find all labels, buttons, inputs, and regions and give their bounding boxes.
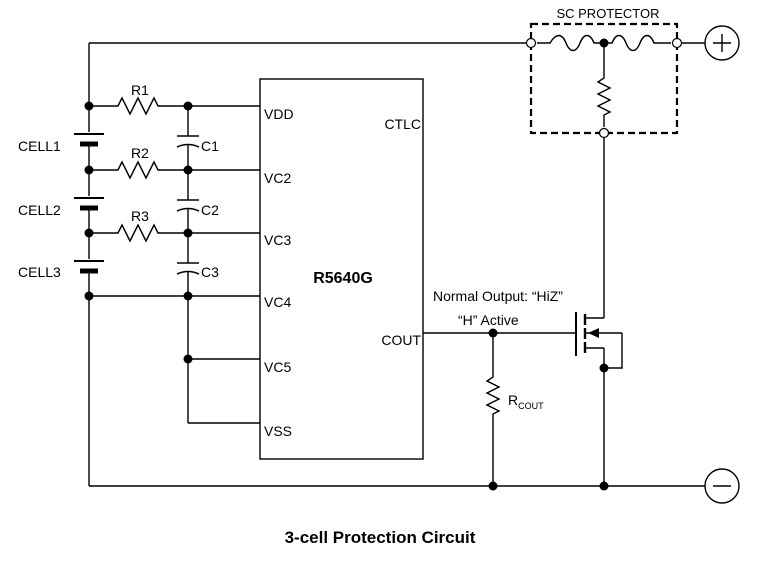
node-rcout-bottom: [488, 481, 498, 491]
sc-heater-resistor: [596, 43, 612, 127]
sc-fuse-right: [604, 34, 671, 52]
sc-protector-title: SC PROTECTOR: [556, 6, 659, 21]
rcout-resistor: [485, 333, 501, 486]
fet-arrow: [588, 328, 599, 338]
pin-vc2: VC2: [264, 170, 291, 186]
chip-body: [259, 78, 424, 460]
sc-heater-terminal: [598, 127, 610, 139]
node-fet-source: [599, 363, 609, 373]
pin-cout: COUT: [381, 332, 421, 348]
c2-label: C2: [201, 202, 219, 218]
sc-output-terminal: [671, 37, 683, 49]
r3-resistor: [89, 223, 260, 243]
pin-vc5: VC5: [264, 359, 291, 375]
node-vdd: [183, 101, 193, 111]
pin-vdd: VDD: [264, 106, 294, 122]
cell3-label: CELL3: [18, 264, 61, 280]
sc-protector-box: [529, 22, 679, 135]
fet-body-source-tie: [604, 333, 623, 369]
r1-label: R1: [131, 82, 149, 98]
c1-label: C1: [201, 138, 219, 154]
r2-resistor: [89, 160, 260, 180]
c2-plate-bottom: [176, 207, 200, 212]
chip-name: R5640G: [313, 270, 373, 287]
cell1-label: CELL1: [18, 138, 61, 154]
figure-caption: 3-cell Protection Circuit: [285, 528, 476, 547]
pin-ctlc: CTLC: [384, 116, 421, 132]
c1-plate-bottom: [176, 143, 200, 148]
c3-plate-bottom: [176, 270, 200, 275]
pin-vc3: VC3: [264, 232, 291, 248]
node-vc3: [183, 228, 193, 238]
r1-resistor: [89, 96, 260, 116]
node-fet-bottom: [599, 481, 609, 491]
c3-label: C3: [201, 264, 219, 280]
rcout-label: RCOUT: [508, 392, 544, 411]
node-vc2: [183, 165, 193, 175]
normal-output-note: Normal Output: “HiZ”: [433, 288, 563, 304]
r3-label: R3: [131, 208, 149, 224]
active-note: “H” Active: [458, 312, 519, 328]
pin-vss: VSS: [264, 423, 292, 439]
cell2-label: CELL2: [18, 202, 61, 218]
r2-label: R2: [131, 145, 149, 161]
pin-vc4: VC4: [264, 294, 291, 310]
sc-fuse-left: [537, 34, 604, 52]
sc-input-terminal: [525, 37, 537, 49]
